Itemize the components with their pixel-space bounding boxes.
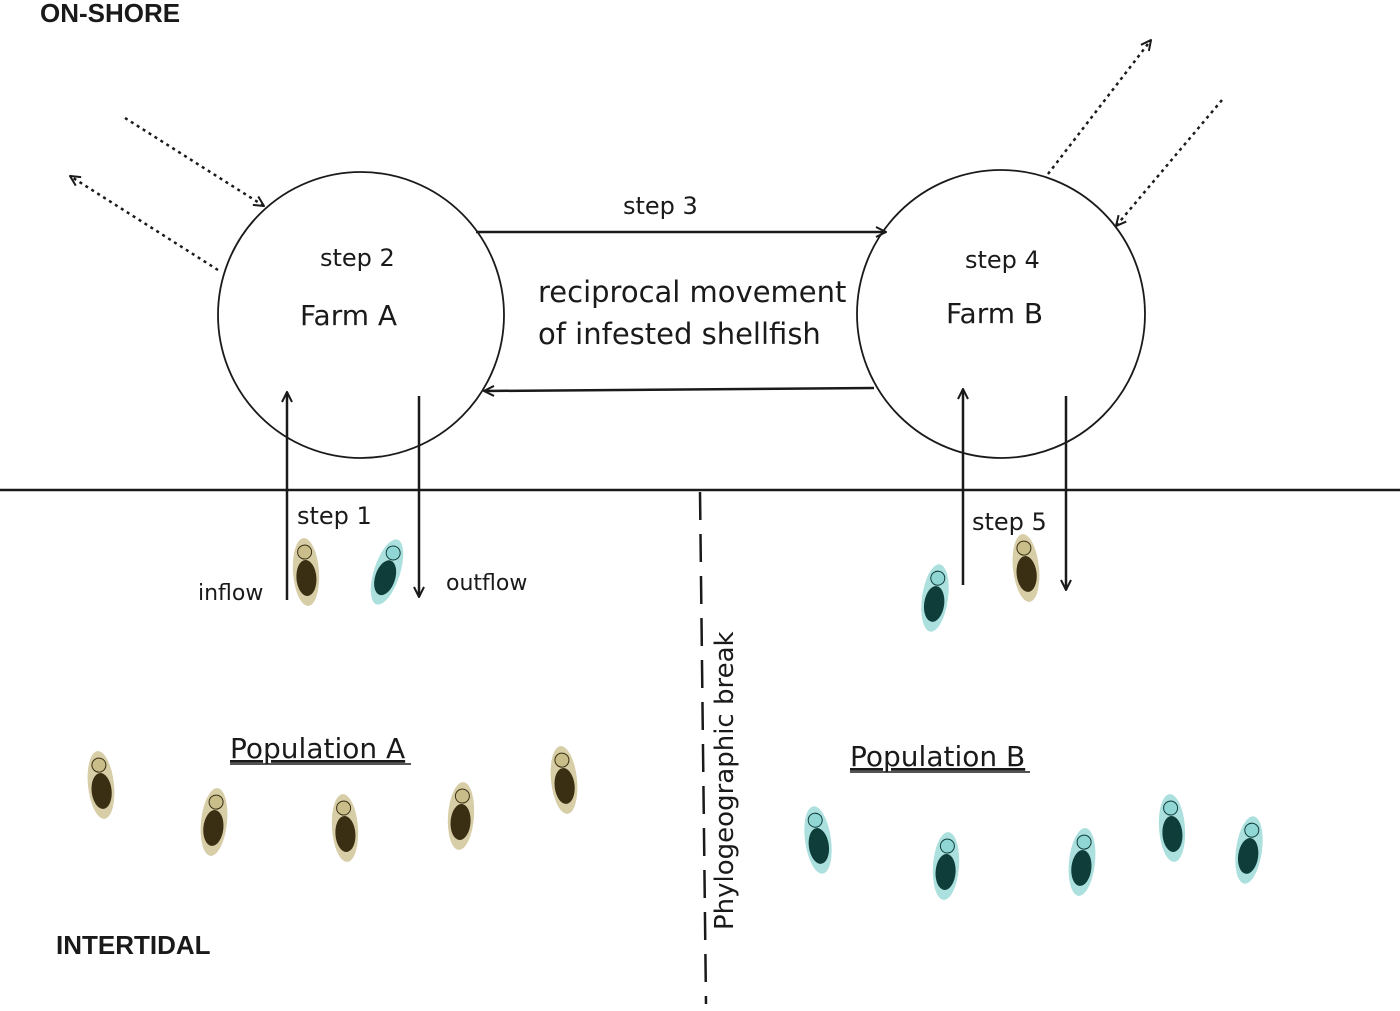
larva-lineage-b [1235,816,1263,884]
larva-lineage-b [921,564,949,632]
farm-a-external-in-arrow [124,116,264,206]
intertidal-label: INTERTIDAL [56,930,211,960]
larva-lineage-b [370,539,404,605]
farm-b-step-label: step 4 [965,246,1040,274]
farm-b-external-in-arrow [1116,99,1223,226]
step-5-label: step 5 [972,508,1047,536]
larva-lineage-b [1068,828,1096,896]
larva-lineage-b [932,832,960,900]
larva-lineage-b [804,806,832,874]
farm-b-external-out-arrow [1047,40,1151,175]
inflow-label: inflow [198,581,263,606]
larva-lineage-a [200,788,228,856]
farm-b-to-a-arrow [484,388,875,391]
onshore-label: ON-SHORE [40,0,180,28]
larva-lineage-b [1158,794,1186,862]
organism-layer [87,534,1263,900]
farm-b-name: Farm B [946,297,1043,330]
population-b-label: Population B [850,740,1025,773]
larva-lineage-a [87,751,115,819]
population-a-label: Population A [230,732,405,765]
larva-lineage-a [292,538,320,606]
phylogeographic-break-line [698,491,708,1005]
larva-lineage-a [331,794,359,862]
phylogeographic-break-label: Phylogeographic break [710,631,740,930]
step-1-label: step 1 [297,502,372,530]
larva-lineage-a [1012,534,1040,602]
movement-text-line1: reciprocal movement [538,275,846,309]
farm-a-step-label: step 2 [320,244,395,272]
farm-b-circle [856,169,1146,459]
larva-lineage-a [550,746,578,814]
farm-a-name: Farm A [300,299,397,332]
outflow-label: outflow [446,571,527,596]
step-3-label: step 3 [623,192,698,220]
farm-a-circle [217,171,505,459]
farm-a-external-out-arrow [70,176,219,272]
larva-lineage-a [447,782,475,850]
movement-text-line2: of infested shellfish [538,317,821,351]
